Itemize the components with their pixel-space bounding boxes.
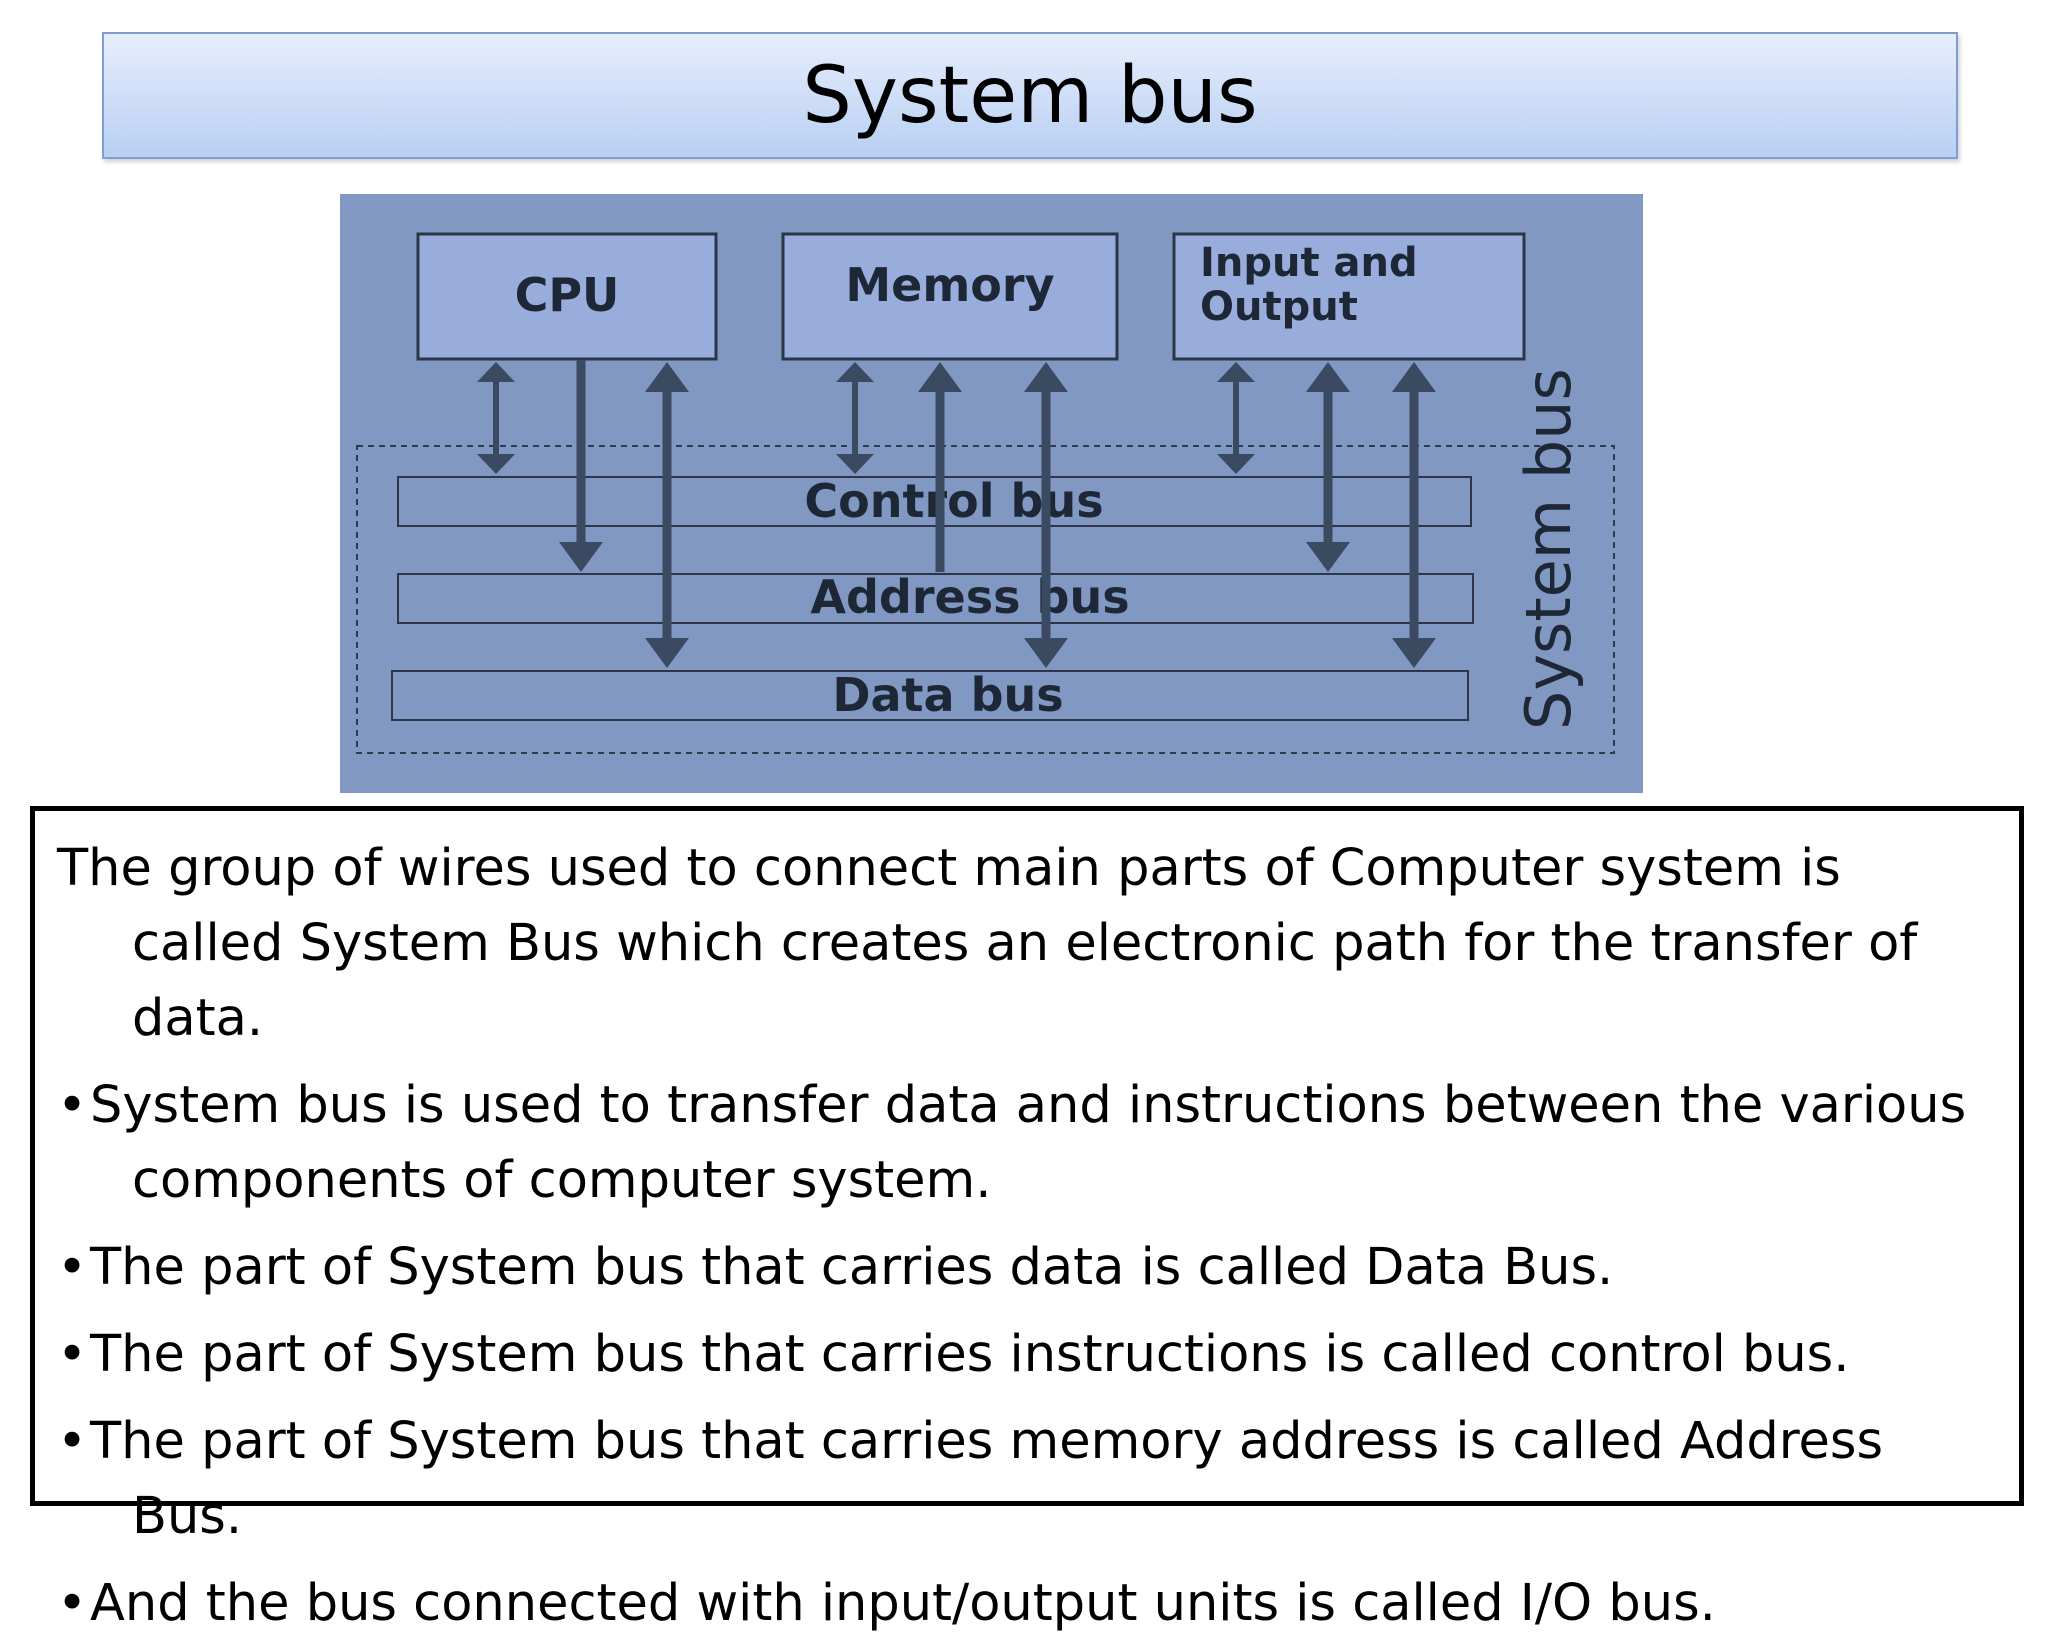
cpu-control-arrow [477,362,515,474]
bullet-symbol: • [57,1412,88,1471]
bullet-item-4: •The part of System bus that carries mem… [57,1404,1999,1554]
input-output-box: Input and Output [1172,232,1526,361]
cpu-address-arrow [559,360,603,572]
memory-box: Memory [781,232,1119,361]
description-box: The group of wires used to connect main … [30,806,2024,1633]
memory-control-arrow [836,362,874,474]
data-bus: Data bus [391,668,1469,722]
bullet-text: System bus is used to transfer data and … [90,1076,1967,1210]
memory-label: Memory [845,258,1054,312]
bus-arrows [477,360,1436,668]
cpu-label: CPU [515,268,620,322]
io-label-line2: Output [1200,284,1358,330]
address-bus-label: Address bus [810,570,1129,624]
io-address-arrow [1306,362,1350,572]
bullet-item-1: •System bus is used to transfer data and… [57,1068,1999,1218]
bullet-symbol: • [57,1574,88,1633]
bullet-text: The part of System bus that carries memo… [90,1412,1884,1546]
io-data-arrow [1392,362,1436,668]
address-bus: Address bus [397,570,1474,624]
bullet-item-3: •The part of System bus that carries ins… [57,1317,1999,1392]
io-control-arrow [1217,362,1255,474]
io-label-line1: Input and [1200,240,1418,286]
bullet-text: And the bus connected with input/output … [90,1574,1716,1633]
bullet-text: The part of System bus that carries data… [90,1238,1614,1297]
control-bus: Control bus [397,474,1472,528]
title-bar: System bus [102,32,1958,159]
memory-data-arrow [1024,362,1068,668]
control-bus-label: Control bus [804,474,1103,528]
bullet-symbol: • [57,1076,88,1135]
bullet-symbol: • [57,1238,88,1297]
bullet-item-2: •The part of System bus that carries dat… [57,1230,1999,1305]
system-bus-diagram: CPU Memory Input and Output Control bus … [340,194,1643,793]
bullet-text: The part of System bus that carries inst… [90,1325,1850,1384]
bullet-symbol: • [57,1325,88,1384]
system-bus-vertical-label: System bus [1512,368,1585,730]
cpu-box: CPU [416,232,718,361]
system-bus-group-outline [356,445,1615,754]
intro-paragraph: The group of wires used to connect main … [57,839,1918,1048]
bullet-item-5: •And the bus connected with input/output… [57,1566,1999,1641]
cpu-data-arrow [645,362,689,668]
data-bus-label: Data bus [832,668,1063,722]
slide-title: System bus [802,50,1258,141]
memory-address-arrow [918,362,962,572]
